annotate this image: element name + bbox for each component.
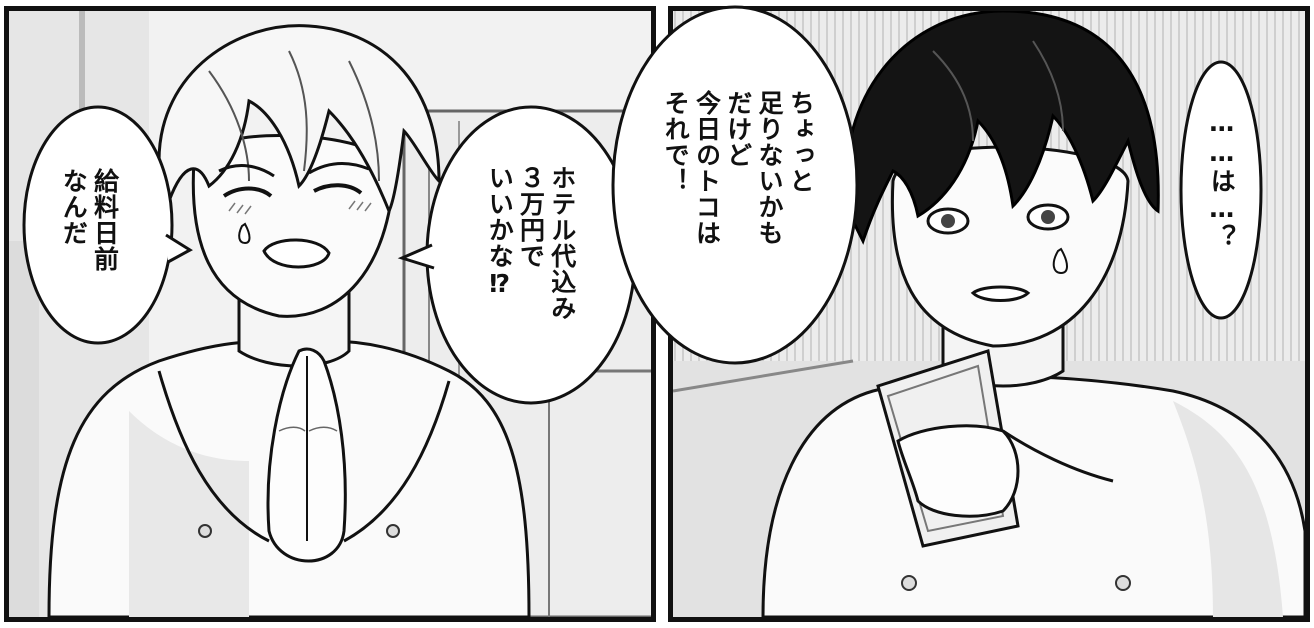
sweat-drop-icon (1052, 247, 1068, 275)
bubble-right-text: ちょっと 足りないかも だけど 今日のトコは それで！ (661, 90, 816, 246)
bubble-left-shape (22, 105, 174, 345)
character-b-hair (844, 11, 1160, 245)
bubble-center-text: ホテル代込み ３万円で いいかな⁉ (485, 165, 577, 321)
bubble-left-text: 給料日前 なんだ (59, 168, 120, 272)
sweat-drop-icon (238, 222, 251, 245)
bubble-right-shape (611, 5, 859, 365)
character-a-hair (157, 24, 441, 215)
bubble-far-right-text: ……は…？ (1207, 108, 1237, 250)
bubble-far-right-shape (1179, 60, 1263, 320)
hand (896, 424, 1020, 518)
